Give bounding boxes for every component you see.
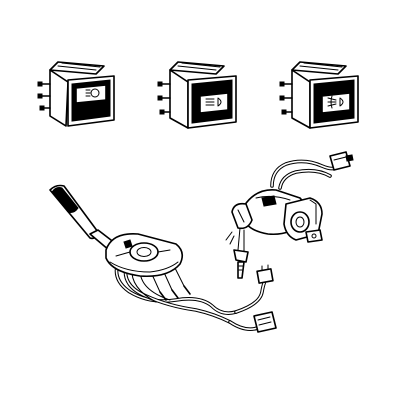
ignition-key-icon	[237, 261, 245, 279]
combination-stalk-switch	[49, 184, 277, 333]
lamp-beam-symbol-icon	[205, 97, 222, 107]
ignition-switch-assembly	[225, 151, 354, 279]
rocker-switch-fog-lamp	[279, 61, 359, 129]
headlamp-symbol-icon	[85, 88, 100, 98]
fog-lamp-symbol-icon	[327, 95, 344, 109]
rocker-switch-lamp-beam	[157, 61, 237, 129]
rocker-switch-headlamp	[37, 61, 115, 127]
